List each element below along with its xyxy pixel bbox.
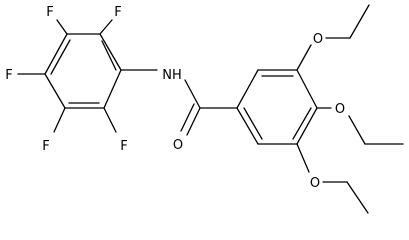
ring-double-bond	[50, 39, 71, 75]
pentafluorophenyl-ring	[17, 19, 122, 133]
c-c-bond	[349, 4, 370, 39]
ring-double-bond	[292, 107, 312, 140]
ethoxy-group-middle	[316, 107, 404, 145]
oxygen-label-bottom: O	[310, 176, 320, 191]
ethoxy-group-top	[296, 4, 370, 71]
fluorine-label-top-left: F	[46, 5, 53, 20]
ring-double-bond	[101, 40, 117, 71]
carbonyl-double-bond	[186, 107, 201, 136]
c-o-bond	[296, 44, 312, 71]
ring-double-bond	[243, 107, 263, 140]
atom-labels: F F F F F NH O O O O	[5, 5, 345, 191]
nitrogen-h-label: NH	[162, 68, 182, 83]
c-f-bond	[56, 19, 68, 35]
ring-bond	[44, 73, 66, 109]
ring-bond	[296, 69, 318, 109]
fluorine-label-top-right: F	[114, 5, 121, 20]
molecule-structure-diagram: F F F F F NH O O O O	[5, 4, 404, 214]
carbonyl-oxygen-label: O	[173, 138, 183, 153]
c-o-bond	[296, 143, 310, 173]
ring-bond	[103, 69, 122, 109]
n-c-bond	[184, 79, 201, 109]
c-f-bond	[99, 19, 113, 35]
ethoxy-group-bottom	[296, 143, 369, 214]
fluorine-label-bottom-right: F	[120, 139, 127, 154]
fluorine-label-left: F	[5, 68, 12, 83]
c-c-bond	[346, 181, 369, 214]
amide-linkage	[120, 69, 238, 136]
oxygen-label-top: O	[313, 32, 323, 47]
ring-bond	[236, 107, 259, 145]
ring-bond	[99, 33, 122, 71]
fluorine-label-bottom-left: F	[42, 139, 49, 154]
carbonyl-double-bond	[180, 103, 195, 132]
ring-bond	[296, 107, 318, 145]
o-c-bond	[348, 115, 366, 145]
triethoxyphenyl-ring	[236, 69, 318, 145]
ring-bond	[44, 33, 68, 75]
c-f-bond	[53, 107, 66, 133]
oxygen-label-middle: O	[335, 102, 345, 117]
ring-bond	[236, 69, 259, 109]
c-f-bond	[103, 107, 117, 133]
